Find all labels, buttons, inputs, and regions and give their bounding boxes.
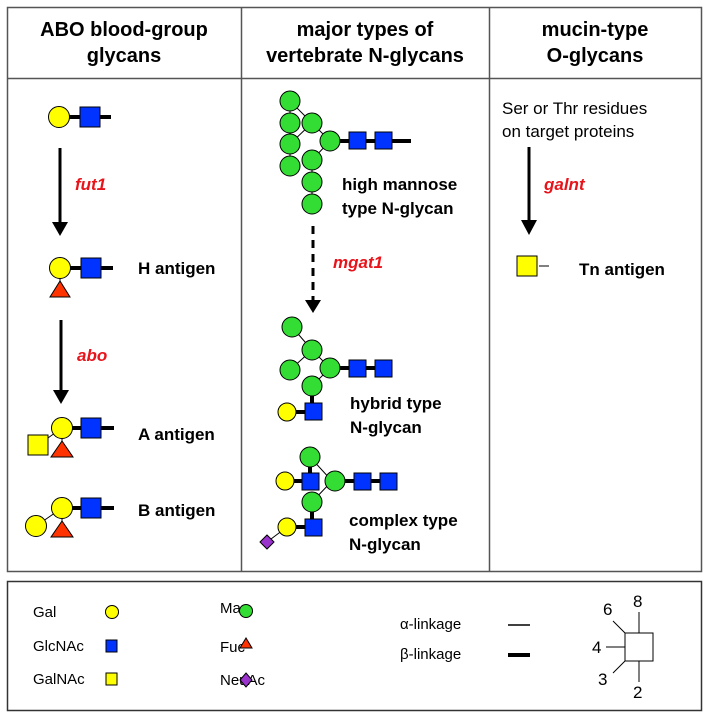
glcnac-icon [374,131,393,150]
b-antigen-label: B antigen [138,501,215,520]
gal-icon [48,106,70,128]
fuc-icon [50,520,74,538]
column-header-abo-line2: glycans [87,45,161,67]
galnac-icon [27,434,49,456]
legend-label-glcnac: GlcNAc [33,638,84,655]
main-table-border [6,6,703,573]
legend-galnac-icon [105,672,118,686]
enzyme-fut1: fut1 [75,175,106,194]
man-icon [279,112,301,134]
glcnac-icon [348,131,367,150]
position-4: 4 [592,638,601,657]
man-icon [324,470,346,492]
man-icon [301,491,323,513]
a-antigen-label: A antigen [138,425,215,444]
tn-antigen-glycan [516,255,549,277]
column-header-oglycan-line1: mucin-type [542,19,649,41]
glcnac-icon [353,472,372,491]
abo-precursor-glycan [48,106,111,128]
column-header-oglycan-line2: O-glycans [547,45,644,67]
legend-label-gal: Gal [33,604,56,621]
arrow-mgat1-dashed [305,226,321,313]
glcnac-icon [374,359,393,378]
ser-thr-text-line1: Ser or Thr residues [502,99,647,118]
legend-label-galnac: GalNAc [33,671,85,688]
fuc-icon [49,280,71,298]
enzyme-mgat1: mgat1 [333,253,383,272]
position-6: 6 [603,600,612,619]
column-header-nglycan-line1: major types of [297,19,434,41]
gal-icon [25,515,47,537]
man-icon [279,359,301,381]
position-8: 8 [633,592,642,611]
man-icon [279,133,301,155]
legend-glcnac-icon [105,639,118,653]
linkage-position-diagram [606,612,654,682]
column-header-nglycan-line2: vertebrate N-glycans [266,45,464,67]
tn-antigen-label: Tn antigen [579,260,665,279]
h-antigen-label: H antigen [138,259,215,278]
legend-neuac-icon [239,672,253,688]
high-mannose-glycan [279,90,411,215]
gal-icon [277,517,297,537]
man-icon [319,357,341,379]
h-antigen-glycan [49,257,113,298]
man-icon [301,112,323,134]
enzyme-abo: abo [77,346,107,365]
complex-glycan [259,446,398,550]
legend-beta-linkage-label: β-linkage [400,646,461,663]
man-icon [279,155,301,177]
arrow-fut1 [52,148,68,236]
man-icon [281,316,303,338]
position-3: 3 [598,670,607,689]
high-mannose-label-line1: high mannose [342,175,457,194]
enzyme-galnt: galnt [543,175,586,194]
complex-label-line2: N-glycan [349,535,421,554]
gal-icon [275,471,295,491]
man-icon [301,375,323,397]
man-icon [301,149,323,171]
legend-man-icon [239,604,253,618]
glcnac-icon [348,359,367,378]
legend-label-fuc: Fuc [220,639,246,656]
hybrid-label-line1: hybrid type [350,394,442,413]
hybrid-label-line2: N-glycan [350,418,422,437]
position-2: 2 [633,683,642,702]
glcnac-icon [79,106,101,128]
man-icon [279,90,301,112]
glcnac-icon [80,257,102,279]
galnac-icon [516,255,538,277]
ser-thr-text-line2: on target proteins [502,122,634,141]
legend-box [6,580,703,712]
a-antigen-glycan [27,417,114,458]
man-icon [299,446,321,468]
arrow-galnt [521,147,537,235]
hybrid-glycan [277,316,393,422]
complex-label-line1: complex type [349,511,458,530]
glcnac-icon [301,472,320,491]
arrow-abo [53,320,69,404]
gal-icon [51,417,73,439]
man-icon [319,130,341,152]
glcnac-icon [304,518,323,537]
gal-icon [277,402,297,422]
man-icon [301,339,323,361]
high-mannose-label-line2: type N-glycan [342,199,453,218]
glcnac-icon [304,402,323,421]
legend-gal-icon [105,605,119,619]
legend-alpha-linkage-label: α-linkage [400,616,461,633]
glcnac-icon [379,472,398,491]
b-antigen-glycan [25,497,114,538]
neuac-icon [259,534,275,550]
man-icon [301,171,323,193]
gal-icon [51,497,73,519]
gal-icon [49,257,71,279]
glcnac-icon [80,417,102,439]
column-header-abo-line1: ABO blood-group [40,19,208,41]
legend-fuc-icon [239,637,253,649]
fuc-icon [50,440,74,458]
man-icon [301,193,323,215]
glcnac-icon [80,497,102,519]
